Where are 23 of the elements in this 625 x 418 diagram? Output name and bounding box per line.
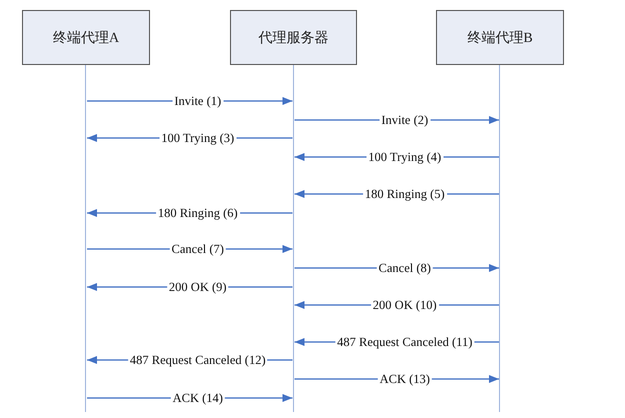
edge-label: 487 Request Canceled (11) [335,335,474,349]
edge-label: Invite (2) [379,113,430,127]
edge-label: 200 OK (10) [370,298,439,312]
edge-label: Cancel (7) [170,242,226,256]
participant-name: 代理服务器 [258,30,328,46]
participant-box [22,10,150,65]
edge-label: ACK (13) [378,372,432,386]
edge-label: ACK (14) [170,391,225,405]
participant-box [230,10,357,65]
participant-name: 终端代理A [52,30,120,46]
edge-label: 100 Trying (4) [366,150,444,164]
edge-label: Invite (1) [172,94,224,108]
edge-label: Cancel (8) [376,261,433,275]
lifeline [499,65,501,412]
edge-label: 200 OK (9) [166,280,229,294]
participant-box [436,10,564,65]
participant-name: 终端代理B [467,30,533,46]
edge-label: 100 Trying (3) [159,131,236,145]
edge-label: 180 Ringing (5) [362,187,447,201]
lifeline [292,65,294,412]
lifeline [85,65,87,412]
edge-label: 487 Request Canceled (12) [128,353,268,367]
edge-label: 180 Ringing (6) [156,206,240,220]
